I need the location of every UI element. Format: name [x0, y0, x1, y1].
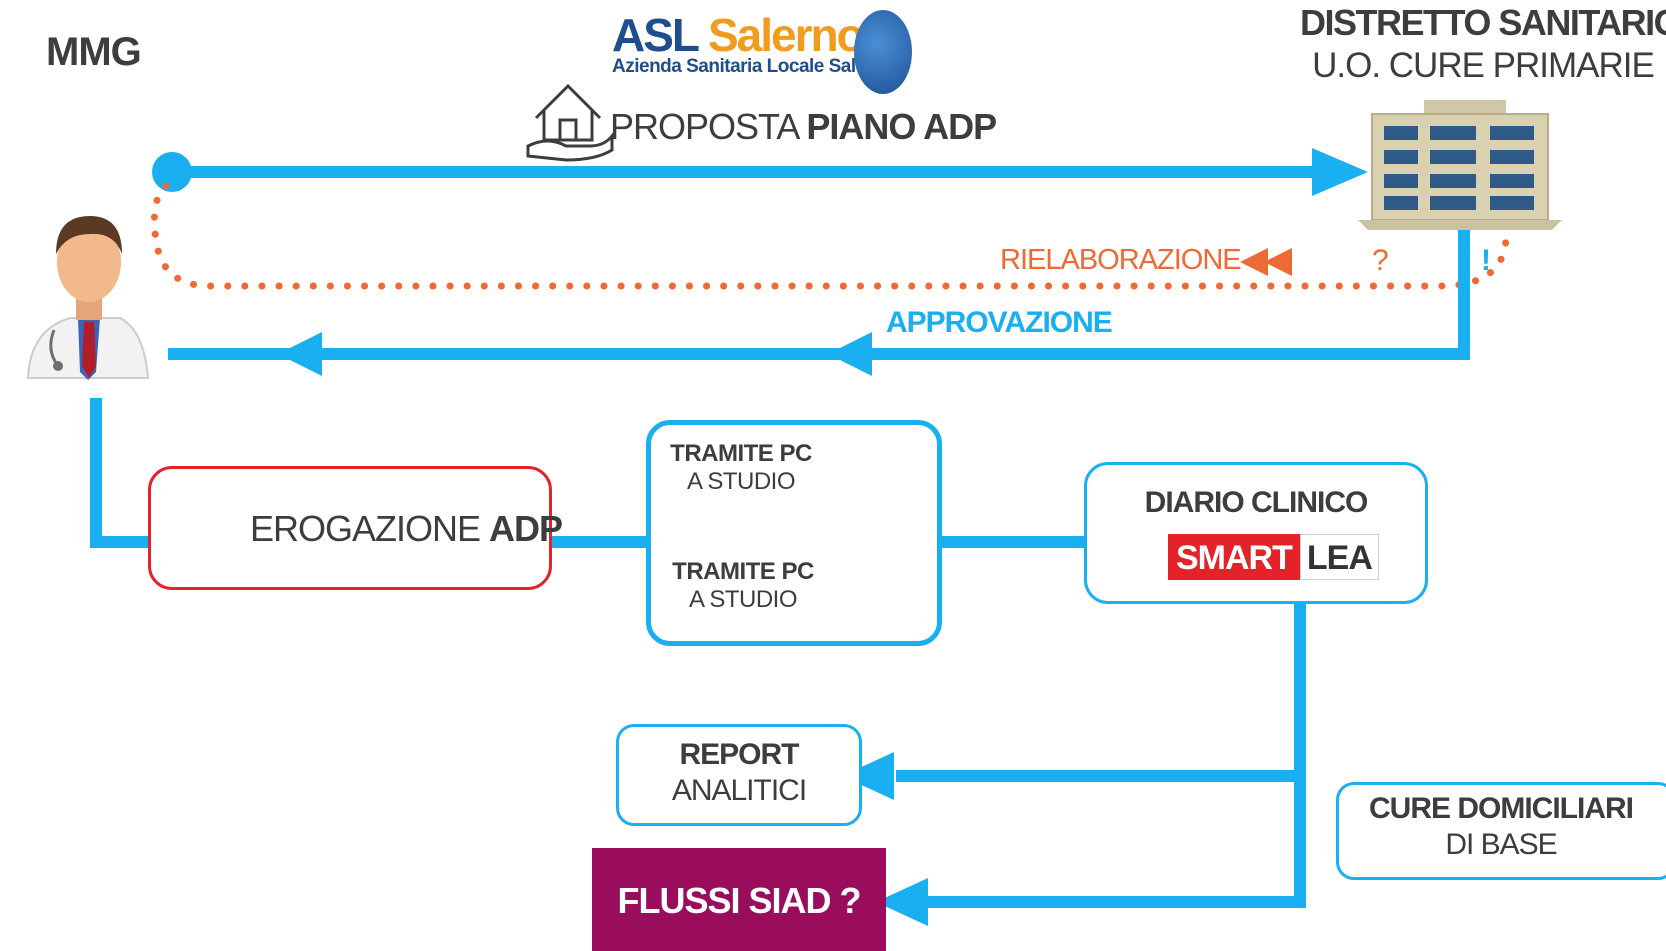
- asl-logo-word: ASL: [612, 9, 699, 61]
- device-option-subtitle: A STUDIO: [688, 586, 798, 613]
- device-option-desktop: TRAMITE PC A STUDIO: [666, 440, 816, 496]
- report-analitici-box: [616, 724, 862, 826]
- report-subtitle: ANALITICI: [671, 774, 807, 807]
- erogazione-normal-text: EROGAZIONE: [250, 508, 481, 549]
- approvazione-label: APPROVAZIONE: [886, 306, 1113, 339]
- proposta-arrow: [152, 148, 1368, 196]
- cure-domiciliari-box: [1336, 782, 1666, 880]
- house-hand-icon: [526, 83, 614, 162]
- rielaborazione-label: RIELABORAZIONE: [1000, 244, 1242, 276]
- smart-logo-text: SMART: [1168, 534, 1300, 580]
- proposta-bold-text: PIANO ADP: [806, 106, 997, 147]
- report-title: REPORT: [679, 738, 799, 771]
- doctor-avatar: [26, 216, 150, 380]
- rewind-arrow-icon: [1240, 248, 1292, 276]
- report-analitici-label: REPORT ANALITICI: [616, 738, 862, 808]
- pc-options-box: [646, 420, 942, 646]
- rielaborazione-dotted-path: [150, 182, 1510, 290]
- distretto-sanitario-label: DISTRETTO SANITARIO U.O. CURE PRIMARIE: [1300, 2, 1666, 86]
- device-option-title: TRAMITE PC: [670, 440, 812, 467]
- device-option-subtitle: A STUDIO: [686, 468, 796, 495]
- cure-domiciliari-label: CURE DOMICILIARI DI BASE: [1336, 792, 1666, 862]
- erogazione-bold-text: ADP: [489, 508, 563, 549]
- hospital-building-icon: [1358, 100, 1562, 230]
- cure-subtitle: DI BASE: [1445, 828, 1557, 861]
- exclamation-mark: !: [1481, 244, 1491, 277]
- proposta-normal-text: PROPOSTA: [610, 106, 798, 147]
- device-option-tablet: TRAMITE PC A STUDIO: [668, 558, 818, 614]
- mmg-label: MMG: [46, 30, 142, 74]
- salerno-logo-word: Salerno: [707, 9, 865, 61]
- erogazione-box: [148, 466, 552, 590]
- flussi-siad-label: FLUSSI SIAD ?: [617, 880, 861, 921]
- diario-outputs-connector: [842, 602, 1306, 926]
- distretto-title: DISTRETTO SANITARIO: [1300, 2, 1666, 43]
- question-mark: ?: [1372, 244, 1389, 277]
- proposta-label: PROPOSTA PIANO ADP: [610, 106, 997, 148]
- asl-globe-icon: [854, 10, 912, 94]
- erogazione-label: EROGAZIONE ADP: [250, 508, 563, 550]
- flussi-siad-box: [592, 848, 886, 951]
- diario-clinico-box: [1084, 462, 1428, 604]
- asl-salerno-logo: ASL Salerno Azienda Sanitaria Locale Sal…: [612, 12, 895, 78]
- asl-logo-subtitle: Azienda Sanitaria Locale Salerno: [612, 56, 895, 77]
- diario-clinico-label: DIARIO CLINICO: [1144, 486, 1369, 519]
- cure-title: CURE DOMICILIARI: [1369, 792, 1634, 825]
- device-option-title: TRAMITE PC: [672, 558, 814, 585]
- approvazione-arrow: [168, 228, 1470, 376]
- mmg-erogazione-connector: [90, 398, 150, 548]
- smartlea-logo: SMART LEA: [1168, 534, 1379, 580]
- distretto-subtitle: U.O. CURE PRIMARIE: [1312, 46, 1655, 85]
- lea-logo-text: LEA: [1299, 534, 1379, 580]
